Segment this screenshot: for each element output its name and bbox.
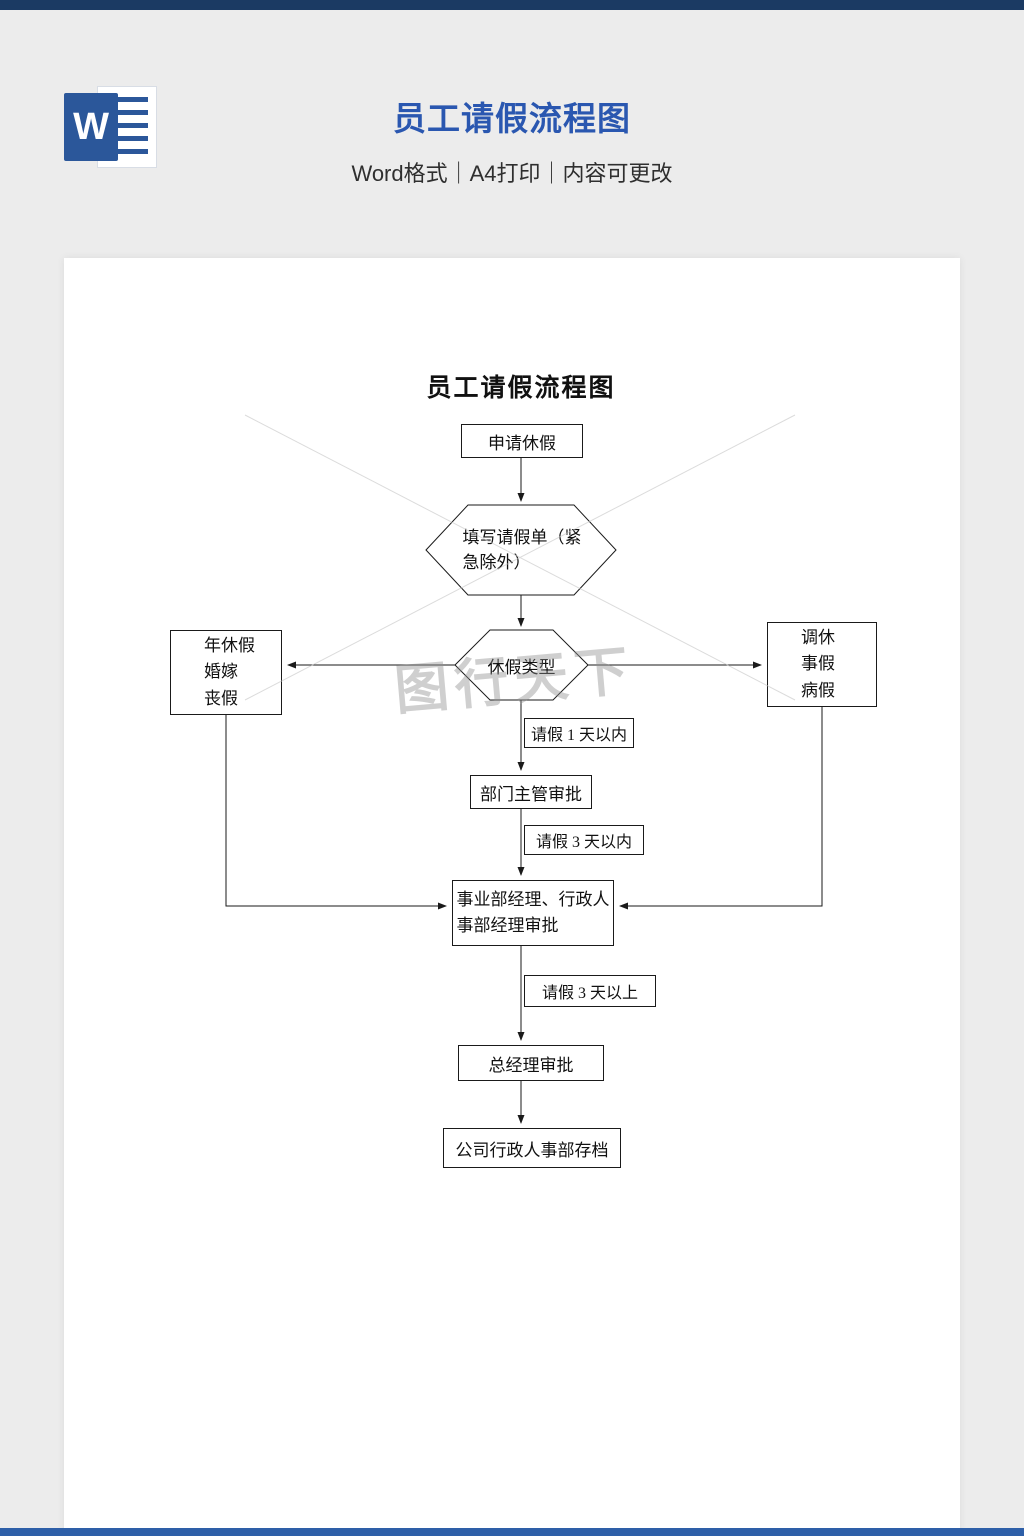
label-within-1-day: 请假 1 天以内 (524, 718, 634, 748)
page-title: 员工请假流程图 (393, 100, 631, 137)
hexagon-fill-form (425, 504, 617, 596)
label-within-1-day-text: 请假 1 天以内 (530, 727, 627, 744)
page-subtitle: Word格式｜A4打印｜内容可更改 (351, 161, 673, 186)
node-annual-leave-label: 年休假 婚嫁 丧假 (204, 635, 255, 708)
node-apply-leave: 申请休假 (461, 424, 583, 458)
word-icon-text-lines (114, 97, 148, 157)
node-bu-manager-label: 事业部经理、行政人 事部经理审批 (456, 889, 610, 935)
word-icon-cover: W (64, 93, 118, 161)
bottom-accent-bar (0, 1528, 1024, 1536)
watermark-text: 图行天下 (392, 640, 637, 722)
node-fill-form-label: 填写请假单（紧 急除外） (462, 527, 582, 573)
node-general-manager-label: 总经理审批 (488, 1055, 574, 1075)
node-dept-manager-label: 部门主管审批 (480, 784, 582, 804)
label-over-3-days-text: 请假 3 天以上 (541, 985, 638, 1002)
node-annual-marriage-funeral-leave: 年休假 婚嫁 丧假 (170, 630, 282, 715)
label-over-3-days: 请假 3 天以上 (524, 975, 656, 1007)
node-dept-manager-approval: 部门主管审批 (470, 775, 592, 809)
label-within-3-days-text: 请假 3 天以内 (535, 834, 632, 851)
hexagon-leave-type (454, 629, 589, 701)
word-icon: W (62, 84, 160, 170)
node-apply-leave-label: 申请休假 (488, 433, 556, 453)
node-hr-archive: 公司行政人事部存档 (443, 1128, 621, 1168)
label-within-3-days: 请假 3 天以内 (524, 825, 644, 855)
node-leave-type: 休假类型 (455, 648, 588, 682)
flowchart-title: 员工请假流程图 (426, 375, 616, 402)
node-other-leave-label: 调休 事假 病假 (801, 627, 835, 700)
node-compensatory-personal-sick-leave: 调休 事假 病假 (767, 622, 877, 707)
word-icon-letter: W (73, 106, 109, 148)
node-general-manager-approval: 总经理审批 (458, 1045, 604, 1081)
node-bu-manager-approval: 事业部经理、行政人 事部经理审批 (452, 880, 614, 946)
node-fill-form: 填写请假单（紧 急除外） (436, 516, 608, 584)
connector-annual-to-bu (225, 715, 447, 910)
connector-other-to-bu (619, 707, 823, 910)
document-page: 员工请假流程图 申请休假 填写请假单（紧 急除外） 休假类型 年休假 婚嫁 丧假… (64, 258, 960, 1536)
template-header: W 员工请假流程图 Word格式｜A4打印｜内容可更改 (0, 0, 1024, 258)
node-leave-type-label: 休假类型 (487, 657, 556, 677)
node-hr-archive-label: 公司行政人事部存档 (455, 1140, 609, 1160)
top-accent-bar (0, 0, 1024, 10)
